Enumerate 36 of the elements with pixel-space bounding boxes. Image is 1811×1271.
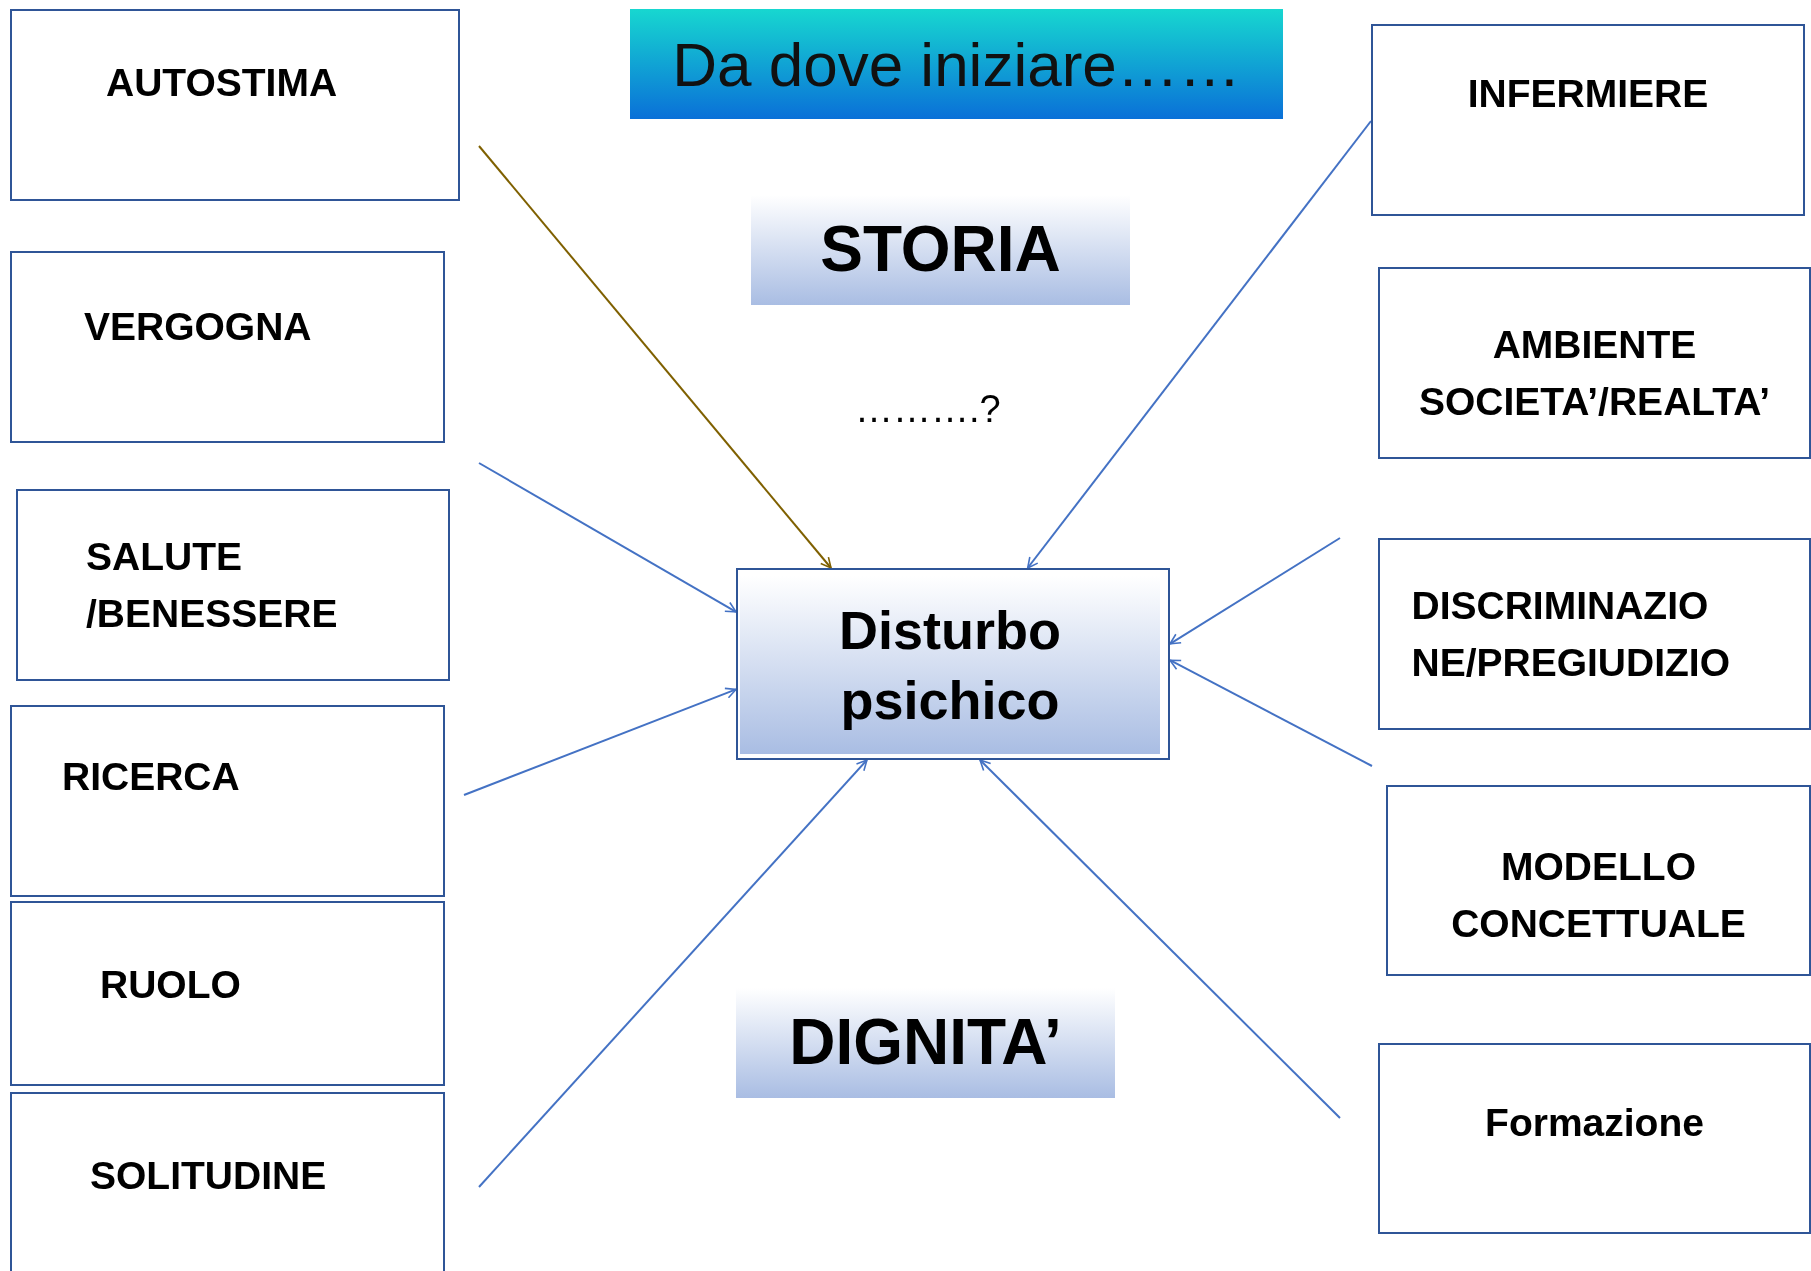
arrow bbox=[1169, 537, 1341, 645]
arrow bbox=[979, 759, 1341, 1119]
concept-box bbox=[10, 1092, 445, 1271]
node-text: Disturbo psichico bbox=[838, 598, 1062, 732]
node-text: VERGOGNA bbox=[84, 304, 312, 350]
node-text: AUTOSTIMA bbox=[106, 60, 338, 106]
arrow bbox=[463, 687, 737, 796]
concept-box bbox=[10, 705, 445, 897]
node-text: SALUTE /BENESSERE bbox=[86, 534, 339, 637]
concept-box bbox=[16, 489, 450, 681]
arrow bbox=[1169, 659, 1373, 767]
node-text: SOLITUDINE bbox=[90, 1153, 327, 1199]
node-text: MODELLO CONCETTUALE bbox=[1450, 844, 1747, 947]
concept-box bbox=[10, 901, 445, 1086]
concept-box bbox=[1378, 1043, 1811, 1234]
arrow bbox=[478, 759, 868, 1188]
title-banner: Da dove iniziare…… bbox=[630, 9, 1283, 119]
node-text: DISCRIMINAZIO NE/PREGIUDIZIO bbox=[1411, 583, 1732, 686]
node-text: DIGNITA’ bbox=[789, 1005, 1062, 1081]
node-text: STORIA bbox=[820, 212, 1061, 288]
concept-box bbox=[1386, 785, 1811, 976]
note-text: ……….? bbox=[855, 388, 1001, 431]
arrow bbox=[478, 145, 832, 569]
node-text: AMBIENTE SOCIETA’/REALTA’ bbox=[1418, 322, 1771, 425]
concept-box bbox=[1371, 24, 1805, 216]
node-text: RICERCA bbox=[62, 754, 240, 800]
concept-box bbox=[10, 251, 445, 443]
node-text: INFERMIERE bbox=[1466, 71, 1710, 117]
arrow bbox=[1026, 120, 1372, 569]
topic-box bbox=[736, 568, 1170, 760]
node-text: Formazione bbox=[1484, 1100, 1705, 1146]
node-text: RUOLO bbox=[100, 962, 241, 1008]
concept-box bbox=[1378, 267, 1811, 459]
concept-box bbox=[10, 9, 460, 201]
arrow bbox=[478, 462, 737, 613]
concept-box bbox=[1378, 538, 1811, 730]
